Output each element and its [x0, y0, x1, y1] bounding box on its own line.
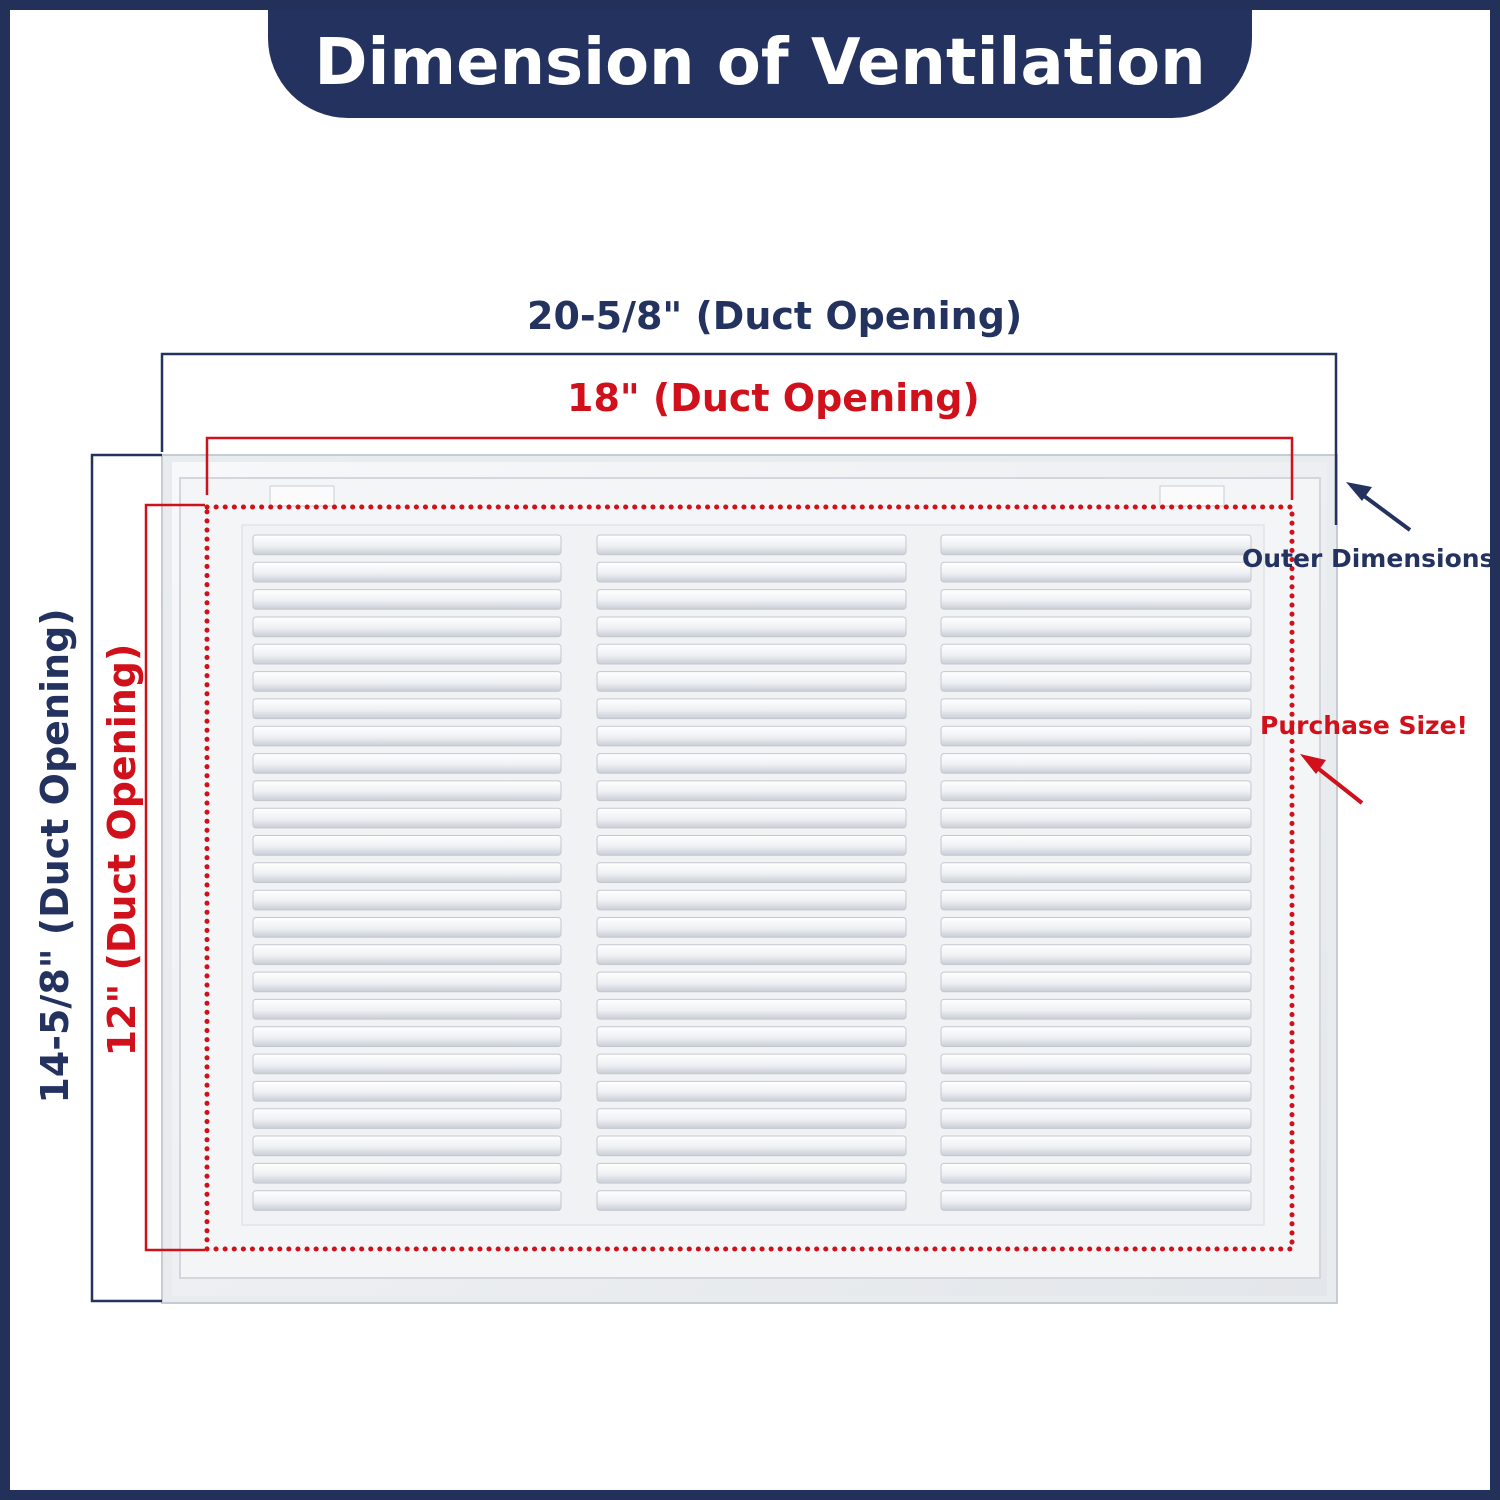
louver-slat	[940, 561, 1252, 583]
outer-width-dimension-line	[160, 352, 1338, 525]
grille-louvers	[252, 534, 1252, 1211]
louver-slat	[596, 589, 907, 610]
louver-slat	[252, 1135, 562, 1157]
louver-slat	[252, 753, 562, 774]
louver-slat	[596, 698, 907, 720]
louver-slat	[252, 1162, 562, 1184]
outer-dimensions-arrow-icon	[1346, 482, 1412, 532]
louver-slat	[596, 1135, 907, 1157]
louver-slat	[940, 889, 1252, 911]
louver-slat	[940, 589, 1252, 610]
louver-slat	[940, 671, 1252, 692]
louver-slat	[596, 753, 907, 774]
louver-slat	[252, 643, 562, 665]
louver-slat	[940, 725, 1252, 747]
louver-slat	[940, 780, 1252, 802]
louver-slat	[940, 1053, 1252, 1075]
louver-slat	[940, 1080, 1252, 1102]
inner-width-label: 18" (Duct Opening)	[567, 376, 980, 420]
louver-slat	[252, 589, 562, 610]
louver-slat	[252, 917, 562, 938]
outer-height-label: 14-5/8" (Duct Opening)	[33, 608, 77, 1104]
louver-slat	[940, 1135, 1252, 1157]
title-banner: Dimension of Ventilation	[268, 10, 1252, 118]
outer-width-label: 20-5/8" (Duct Opening)	[527, 294, 1023, 338]
inner-height-dimension-line	[144, 503, 205, 1252]
outer-dimensions-label: Outer Dimensions	[1242, 544, 1495, 573]
purchase-size-outline	[204, 504, 1295, 1252]
louver-slat	[596, 725, 907, 747]
louver-slat	[596, 616, 907, 638]
louver-slat	[252, 1108, 562, 1129]
louver-slat	[940, 1190, 1252, 1211]
louver-slat	[252, 1053, 562, 1075]
louver-slat	[940, 1108, 1252, 1129]
louver-slat	[940, 862, 1252, 883]
louver-slat	[596, 534, 907, 556]
inner-width-dimension-line	[205, 436, 1294, 500]
purchase-size-label: Purchase Size!	[1260, 711, 1468, 740]
louver-slat	[596, 1080, 907, 1102]
louver-slat	[252, 1080, 562, 1102]
louver-slat	[252, 998, 562, 1020]
louver-slat	[252, 698, 562, 720]
louver-slat	[940, 753, 1252, 774]
louver-slat	[940, 971, 1252, 993]
louver-slat	[252, 671, 562, 692]
louver-slat	[596, 944, 907, 965]
louver-slat	[596, 780, 907, 802]
louver-slat	[596, 561, 907, 583]
louver-slat	[252, 862, 562, 883]
louver-slat	[596, 807, 907, 829]
outer-height-dimension-line	[90, 453, 162, 1303]
louver-slat	[596, 1162, 907, 1184]
louver-slat	[252, 616, 562, 638]
louver-slat	[252, 807, 562, 829]
louver-slat	[252, 944, 562, 965]
louver-slat	[940, 807, 1252, 829]
louver-slat	[252, 889, 562, 911]
louver-slat	[596, 1053, 907, 1075]
louver-slat	[596, 1026, 907, 1048]
louver-slat	[252, 971, 562, 993]
purchase-size-arrow-icon	[1300, 754, 1364, 805]
louver-slat	[940, 643, 1252, 665]
louver-slat	[252, 725, 562, 747]
inner-height-label: 12" (Duct Opening)	[100, 643, 144, 1057]
louver-slat	[940, 835, 1252, 856]
louver-slat	[596, 917, 907, 938]
louver-slat	[940, 944, 1252, 965]
louver-slat	[252, 561, 562, 583]
louver-slat	[596, 643, 907, 665]
louver-slat	[940, 1162, 1252, 1184]
grille-image	[161, 454, 1338, 1304]
louver-slat	[596, 1190, 907, 1211]
louver-slat	[252, 534, 562, 556]
louver-slat	[596, 1108, 907, 1129]
louver-slat	[596, 671, 907, 692]
louver-slat	[596, 998, 907, 1020]
louver-slat	[252, 1190, 562, 1211]
louver-slat	[940, 616, 1252, 638]
louver-slat	[596, 971, 907, 993]
louver-slat	[252, 1026, 562, 1048]
louver-slat	[940, 698, 1252, 720]
louver-slat	[252, 780, 562, 802]
louver-slat	[940, 534, 1252, 556]
louver-slat	[940, 1026, 1252, 1048]
louver-slat	[596, 862, 907, 883]
louver-slat	[596, 889, 907, 911]
page-title: Dimension of Ventilation	[314, 26, 1206, 100]
louver-slat	[940, 917, 1252, 938]
louver-slat	[252, 835, 562, 856]
louver-slat	[940, 998, 1252, 1020]
louver-slat	[596, 835, 907, 856]
